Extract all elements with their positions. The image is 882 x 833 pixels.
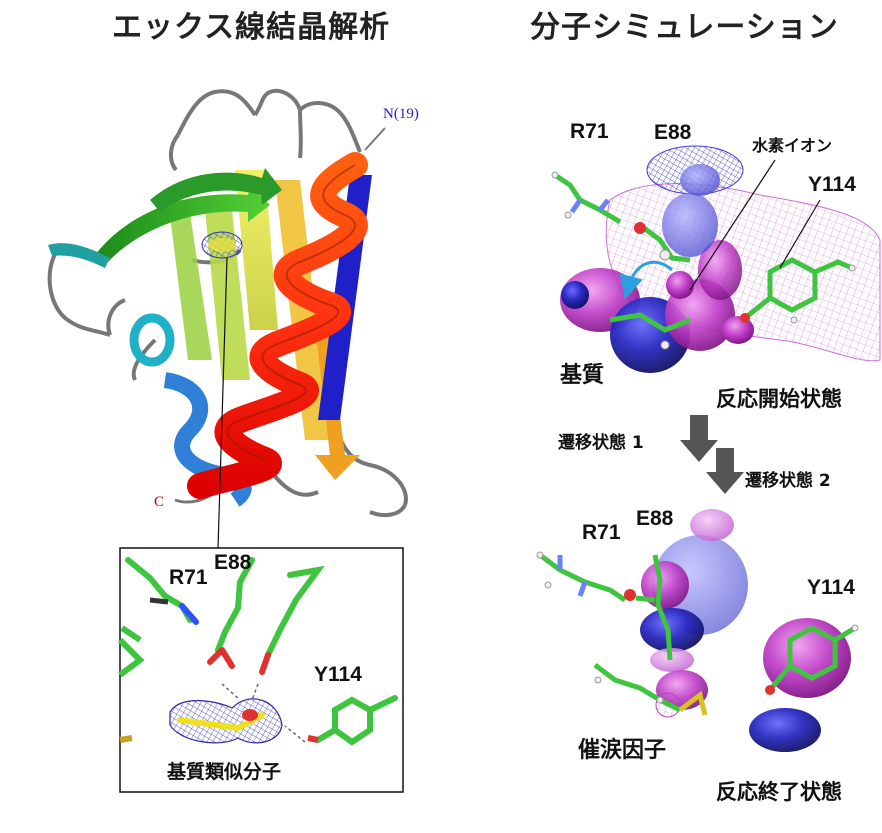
reaction-start-sticks xyxy=(551,171,856,350)
inset-residue-r71: R71 xyxy=(169,566,208,589)
top-residue-y114: Y114 xyxy=(808,173,856,196)
alpha-helix xyxy=(187,152,368,499)
y114-leader xyxy=(779,199,821,269)
bottom-residue-y114: Y114 xyxy=(807,576,855,599)
reaction-end-sticks xyxy=(536,551,859,716)
cofactor-label: 催涙因子 xyxy=(578,738,667,763)
top-residue-r71: R71 xyxy=(570,120,609,143)
c-terminus-label: C xyxy=(154,494,165,510)
reaction-end-label: 反応終了状態 xyxy=(716,780,842,804)
bottom-residue-r71: R71 xyxy=(582,521,621,544)
n-terminus-label: N(19) xyxy=(383,106,419,122)
top-residue-e88: E88 xyxy=(654,121,692,144)
protein-ribbon-structure xyxy=(47,89,408,518)
inset-residue-y114: Y114 xyxy=(314,663,362,686)
inset-caption: 基質類似分子 xyxy=(167,761,282,783)
inset-active-site-sticks xyxy=(117,557,398,746)
inset-residue-e88: E88 xyxy=(214,551,252,574)
hydrogen-ion-label: 水素イオン xyxy=(752,136,833,155)
inset-leader-line xyxy=(217,257,228,549)
left-panel-title: エックス線結晶解析 xyxy=(112,10,391,45)
transition-state-1-label: 遷移状態 1 xyxy=(558,433,644,453)
reaction-start-label: 反応開始状態 xyxy=(716,387,842,411)
transition-state-2-label: 遷移状態 2 xyxy=(745,471,831,491)
substrate-label: 基質 xyxy=(560,363,605,388)
hydrogen-ion-leader xyxy=(689,159,776,291)
right-panel-title: 分子シミュレーション xyxy=(530,10,839,45)
transition-arrows xyxy=(680,415,744,494)
bottom-residue-e88: E88 xyxy=(636,507,674,530)
